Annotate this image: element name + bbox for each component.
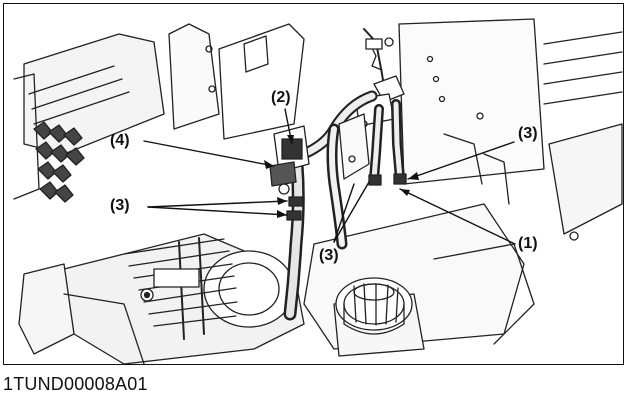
engine-bay-line-drawing bbox=[13, 18, 623, 364]
callout-3-top-right: (3) bbox=[518, 125, 538, 142]
figure-id-caption: 1TUND00008A01 bbox=[3, 374, 148, 394]
air-cleaner bbox=[18, 233, 305, 364]
tee-fitting bbox=[269, 125, 310, 195]
radiator-fins bbox=[33, 121, 85, 203]
hose-clamps bbox=[286, 173, 407, 221]
callout-3-bottom: (3) bbox=[319, 247, 339, 264]
callout-2: (2) bbox=[271, 89, 291, 106]
leader-arrowheads bbox=[264, 135, 419, 218]
callout-1: (1) bbox=[518, 235, 538, 252]
callout-3-left: (3) bbox=[110, 197, 130, 214]
reservoir-cap bbox=[333, 277, 425, 357]
callout-4: (4) bbox=[110, 132, 130, 149]
illustration-frame: (2) (4) (3) (3) (3) (1) bbox=[3, 3, 624, 365]
leader-lines bbox=[143, 108, 516, 245]
